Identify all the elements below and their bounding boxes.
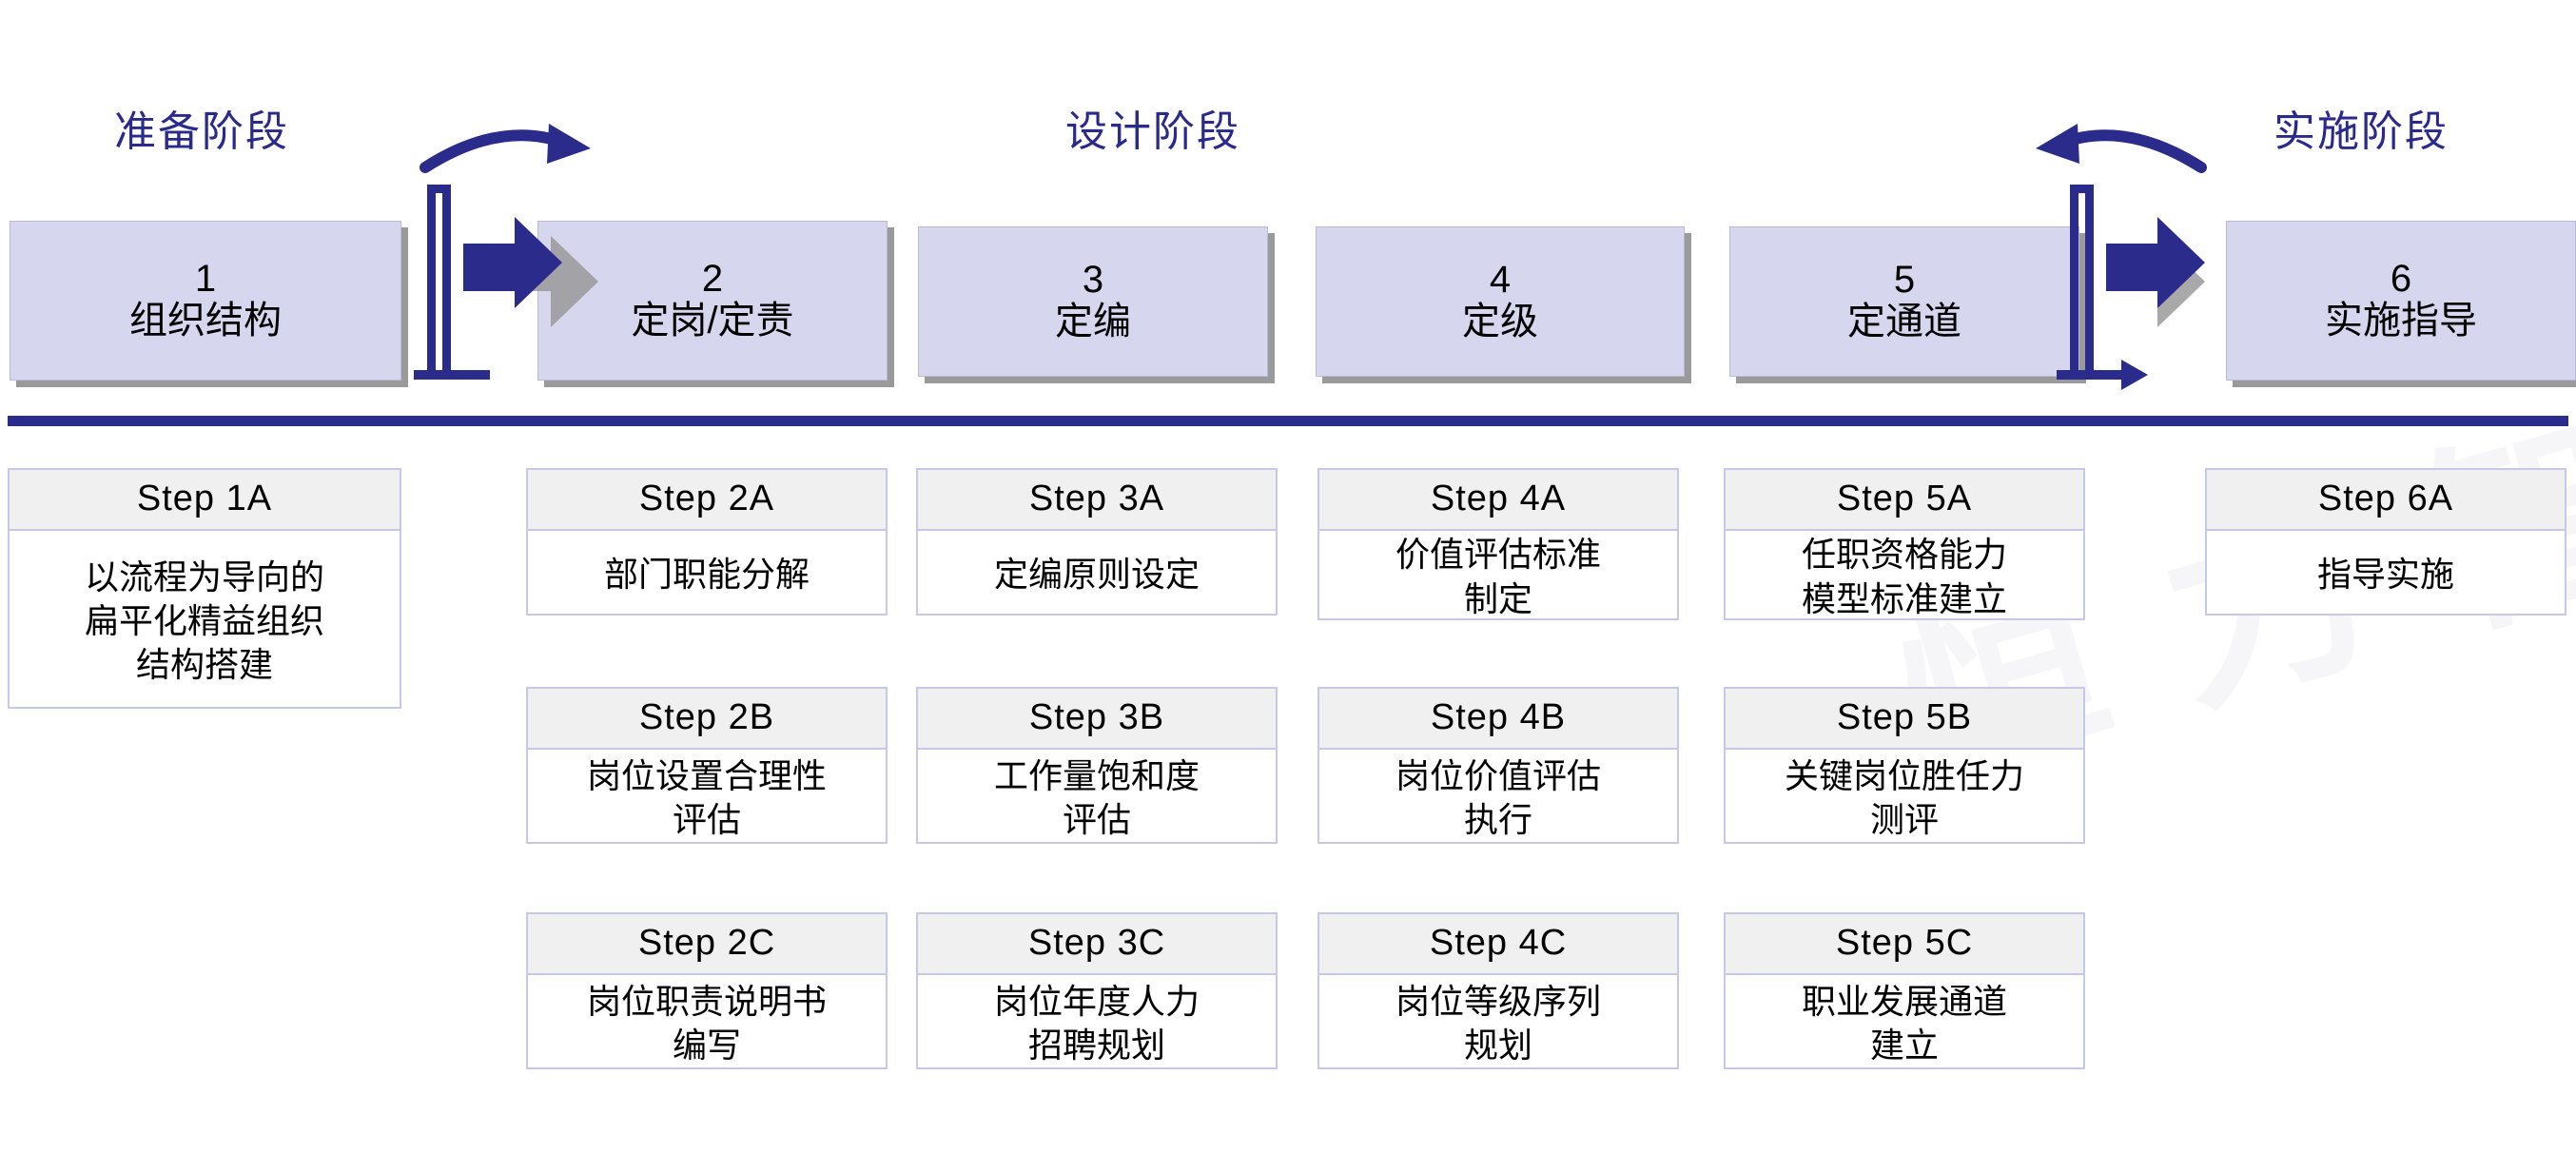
process-box-4-number: 4: [1489, 259, 1512, 301]
step-card-5a-title: Step 5A: [1726, 470, 2083, 531]
step-card-3c-title: Step 3C: [918, 914, 1276, 975]
process-box-4[interactable]: 4 定级: [1316, 226, 1685, 377]
step-card-2c-title: Step 2C: [528, 914, 886, 975]
step-card-6a-body: 指导实施: [2316, 554, 2454, 594]
section-divider: [8, 416, 2568, 426]
process-box-1[interactable]: 1 组织结构: [10, 221, 401, 381]
step-card-5c[interactable]: Step 5C 职业发展通道建立: [1724, 912, 2085, 1069]
phase-label-design: 设计阶段: [1065, 108, 1240, 155]
curved-arrow-right-icon: [420, 124, 591, 173]
step-card-2a-body: 部门职能分解: [603, 554, 810, 594]
step-card-2b[interactable]: Step 2B 岗位设置合理性评估: [526, 687, 888, 844]
step-card-5c-title: Step 5C: [1726, 914, 2083, 975]
process-box-5-title: 定通道: [1847, 301, 1961, 342]
step-card-2c[interactable]: Step 2C 岗位职责说明书编写: [526, 912, 888, 1069]
step-card-2a[interactable]: Step 2A 部门职能分解: [526, 468, 888, 616]
curved-arrow-left-icon: [2036, 124, 2207, 173]
step-card-2b-body: 岗位设置合理性评估: [586, 755, 827, 839]
process-box-4-title: 定级: [1462, 301, 1538, 342]
process-box-2[interactable]: 2 定岗/定责: [537, 221, 888, 381]
step-card-3c-body: 岗位年度人力招聘规划: [993, 981, 1200, 1065]
process-box-2-number: 2: [701, 258, 724, 300]
step-card-3a[interactable]: Step 3A 定编原则设定: [916, 468, 1278, 616]
process-box-6-title: 实施指导: [2325, 300, 2477, 342]
step-card-4c[interactable]: Step 4C 岗位等级序列规划: [1317, 912, 1679, 1069]
step-card-4b[interactable]: Step 4B 岗位价值评估执行: [1317, 687, 1679, 844]
step-card-5b[interactable]: Step 5B 关键岗位胜任力测评: [1724, 687, 2085, 844]
process-box-3-title: 定编: [1055, 301, 1131, 342]
chevron-arrow-right-icon: [2106, 217, 2205, 327]
process-box-3[interactable]: 3 定编: [918, 226, 1268, 377]
step-card-3a-body: 定编原则设定: [993, 554, 1200, 594]
step-card-5b-body: 关键岗位胜任力测评: [1784, 755, 2024, 839]
phase-label-implement: 实施阶段: [2274, 108, 2449, 155]
step-card-5a[interactable]: Step 5A 任职资格能力模型标准建立: [1724, 468, 2085, 620]
process-box-5-number: 5: [1893, 259, 1916, 301]
step-card-5b-title: Step 5B: [1726, 689, 2083, 750]
process-box-6[interactable]: 6 实施指导: [2226, 221, 2576, 381]
bracket-icon: [2057, 185, 2148, 390]
step-card-3b-body: 工作量饱和度评估: [993, 755, 1200, 839]
process-box-1-title: 组织结构: [129, 300, 282, 342]
process-box-2-title: 定岗/定责: [631, 300, 794, 342]
step-card-4a[interactable]: Step 4A 价值评估标准制定: [1317, 468, 1679, 620]
process-box-5[interactable]: 5 定通道: [1729, 226, 2079, 377]
step-card-4b-body: 岗位价值评估执行: [1395, 755, 1601, 839]
phase-label-prepare: 准备阶段: [114, 108, 289, 155]
process-box-3-number: 3: [1082, 259, 1104, 301]
step-card-6a[interactable]: Step 6A 指导实施: [2205, 468, 2566, 616]
step-card-4a-body: 价值评估标准制定: [1395, 535, 1601, 618]
process-box-6-number: 6: [2390, 258, 2412, 300]
step-card-1a-body: 以流程为导向的扁平化精益组织结构搭建: [84, 557, 324, 685]
step-card-4c-title: Step 4C: [1319, 914, 1677, 975]
step-card-3b-title: Step 3B: [918, 689, 1276, 750]
step-card-3b[interactable]: Step 3B 工作量饱和度评估: [916, 687, 1278, 844]
step-card-6a-title: Step 6A: [2207, 470, 2565, 531]
bracket-icon: [414, 185, 490, 380]
step-card-4b-title: Step 4B: [1319, 689, 1677, 750]
step-card-1a-title: Step 1A: [10, 470, 400, 531]
step-card-4a-title: Step 4A: [1319, 470, 1677, 531]
step-card-3a-title: Step 3A: [918, 470, 1276, 531]
step-card-5c-body: 职业发展通道建立: [1801, 981, 2007, 1065]
step-card-4c-body: 岗位等级序列规划: [1395, 981, 1601, 1065]
step-card-1a[interactable]: Step 1A 以流程为导向的扁平化精益组织结构搭建: [8, 468, 401, 709]
connector-1-to-2: [404, 122, 623, 390]
step-card-3c[interactable]: Step 3C 岗位年度人力招聘规划: [916, 912, 1278, 1069]
connector-5-to-6: [2015, 122, 2234, 390]
step-card-5a-body: 任职资格能力模型标准建立: [1801, 535, 2007, 618]
process-box-1-number: 1: [194, 258, 217, 300]
step-card-2c-body: 岗位职责说明书编写: [586, 981, 827, 1065]
step-card-2b-title: Step 2B: [528, 689, 886, 750]
chevron-arrow-right-icon: [463, 217, 598, 327]
step-card-2a-title: Step 2A: [528, 470, 886, 531]
